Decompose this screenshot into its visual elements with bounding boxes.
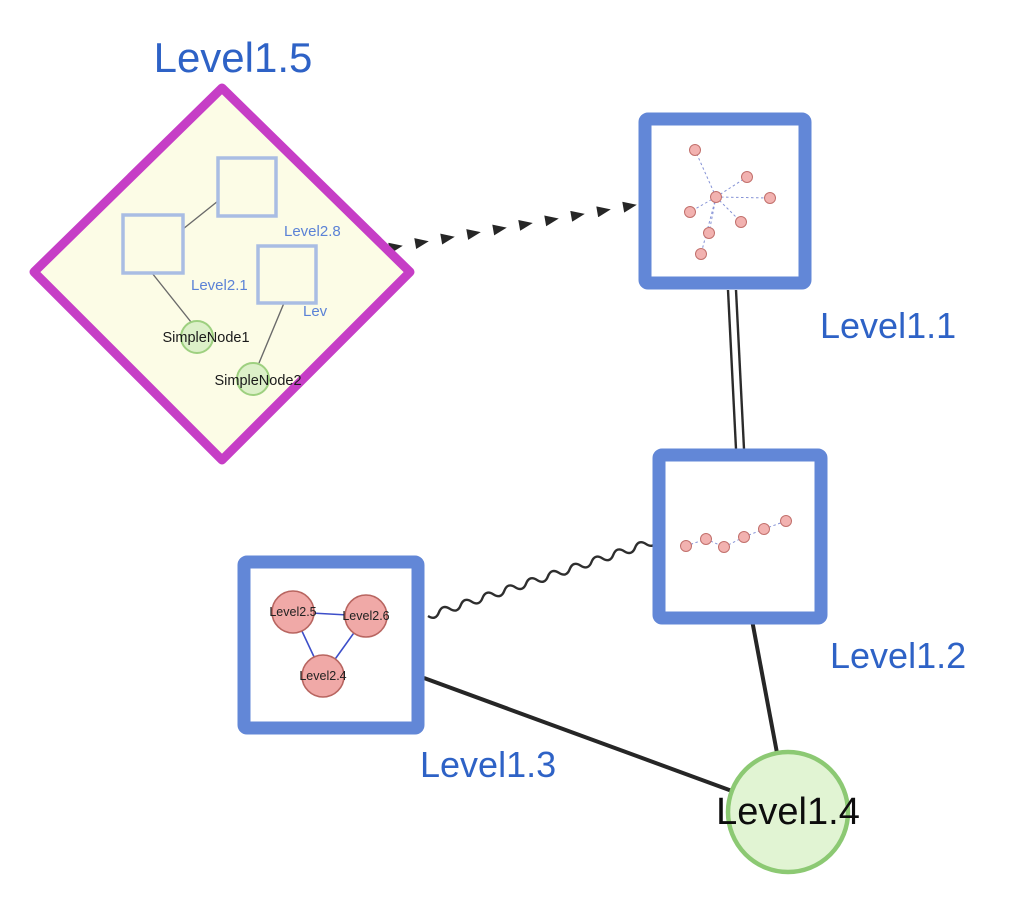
label-level2-5: Level2.5 <box>269 605 316 619</box>
edge-level11-level12-double[interactable] <box>726 289 746 450</box>
label-level1-3: Level1.3 <box>420 744 556 785</box>
mini-node[interactable] <box>700 533 712 545</box>
label-level2-8: Level2.8 <box>284 223 341 240</box>
node-simplenode1[interactable] <box>180 320 214 354</box>
level1-3-mini-graph: Level2.5 Level2.6 Level2.4 <box>269 590 390 698</box>
edge-lev-simplenode2[interactable] <box>258 302 285 364</box>
node-level2-lev[interactable] <box>256 244 318 305</box>
mini-node[interactable] <box>703 227 715 239</box>
mini-edge[interactable] <box>743 528 765 538</box>
node-simplenode2[interactable] <box>236 362 270 396</box>
edge-double-line-2[interactable] <box>734 289 746 450</box>
mini-node[interactable] <box>718 541 730 553</box>
mini-node[interactable] <box>684 206 696 218</box>
label-level2-6: Level2.6 <box>342 609 389 623</box>
label-level1-5: Level1.5 <box>154 34 313 81</box>
mini-edge[interactable] <box>715 196 771 199</box>
edge-level21-simplenode1[interactable] <box>151 272 192 323</box>
level1-4-circle[interactable] <box>725 749 851 875</box>
level1-1-box[interactable] <box>638 112 812 290</box>
edge-level13-level14[interactable] <box>423 676 733 793</box>
mini-edge[interactable] <box>715 176 748 198</box>
edge-level15-to-level11[interactable] <box>388 201 637 254</box>
node-level2-6[interactable] <box>344 594 388 638</box>
node-level2-5[interactable] <box>271 590 315 634</box>
mini-node[interactable] <box>738 531 750 543</box>
edge-level12-level13-wavy[interactable] <box>427 533 669 619</box>
level1-2-mini-graph <box>680 515 792 553</box>
level1-3-box[interactable] <box>237 555 425 735</box>
label-level1-4: Level1.4 <box>716 791 860 833</box>
mini-node[interactable] <box>780 515 792 527</box>
edge-double-line-1[interactable] <box>726 289 738 450</box>
label-level2-1: Level2.1 <box>191 277 248 294</box>
label-level2-4: Level2.4 <box>299 669 346 683</box>
label-simplenode2: SimpleNode2 <box>214 373 301 389</box>
level1-5-diamond-shape[interactable] <box>29 83 415 465</box>
mini-node[interactable] <box>710 191 722 203</box>
mini-node[interactable] <box>735 216 747 228</box>
mini-node[interactable] <box>758 523 770 535</box>
label-lev-truncated: Lev <box>303 303 328 320</box>
mini-edge[interactable] <box>723 536 745 548</box>
node-level1-2-group <box>652 448 828 625</box>
node-level1-4: Level1.4 <box>716 749 860 875</box>
node-level2-1[interactable] <box>121 213 185 275</box>
mini-edge[interactable] <box>694 149 717 198</box>
edge-level12-level14[interactable] <box>750 619 779 754</box>
label-level1-2: Level1.2 <box>830 635 966 676</box>
node-level1-1-group <box>638 112 812 290</box>
mini-node[interactable] <box>764 192 776 204</box>
mini-edge[interactable] <box>763 520 787 530</box>
node-level2-4[interactable] <box>301 654 345 698</box>
mini-node[interactable] <box>695 248 707 260</box>
mini-node[interactable] <box>680 540 692 552</box>
mini-node[interactable] <box>741 171 753 183</box>
top-level-edges <box>388 201 779 793</box>
node-level1-3-group: Level2.5 Level2.6 Level2.4 <box>237 555 425 735</box>
level1-1-mini-graph <box>684 144 776 260</box>
label-simplenode1: SimpleNode1 <box>162 330 249 346</box>
mini-node[interactable] <box>689 144 701 156</box>
edge-level21-level28[interactable] <box>182 200 219 230</box>
node-level1-5-group: Level2.8 Level2.1 Lev SimpleNode1 Simple… <box>29 83 415 465</box>
mini-edge[interactable] <box>685 538 707 547</box>
node-level2-8[interactable] <box>216 156 278 218</box>
level1-5-inner-edges <box>151 200 285 364</box>
label-level1-1: Level1.1 <box>820 305 956 346</box>
